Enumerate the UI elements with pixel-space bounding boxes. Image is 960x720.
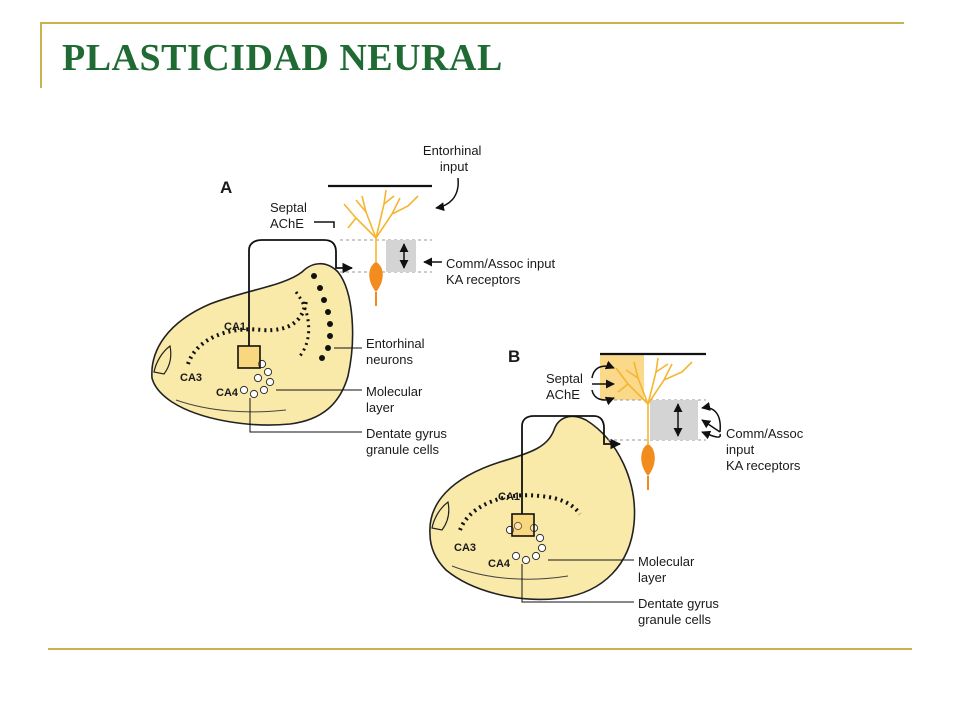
panel-a-dentate-label: Dentate gyrus granule cells bbox=[366, 426, 451, 457]
panel-a-neuron-soma bbox=[369, 262, 383, 292]
panel-b-septal-path bbox=[521, 415, 622, 514]
panel-a-septal-path bbox=[248, 239, 354, 346]
panel-a-molecular-label: Molecular layer bbox=[366, 384, 426, 415]
panel-b-inner-contour bbox=[451, 565, 569, 580]
panel-b-ca3-label: CA3 bbox=[454, 542, 476, 554]
panel-a-ca3-label: CA3 bbox=[180, 372, 202, 384]
panel-b-gray-band bbox=[650, 400, 698, 440]
panel-a-inner-contour bbox=[175, 399, 287, 413]
panel-b-comm-arrow-1 bbox=[701, 402, 721, 433]
panel-a-ca4-label: CA4 bbox=[216, 387, 239, 399]
panel-a-comm-assoc-label: Comm/Assoc input KA receptors bbox=[446, 256, 559, 287]
panel-b-septal-arrow-3 bbox=[591, 389, 615, 406]
panel-a-ca1-label: CA1 bbox=[224, 321, 246, 333]
panel-b-comm-assoc-label: Comm/Assoc input KA receptors bbox=[726, 426, 807, 473]
panel-b-comm-arrow-3 bbox=[701, 430, 721, 440]
panel-b-neuron-soma bbox=[641, 444, 655, 476]
panel-b-molecular-label: Molecular layer bbox=[638, 554, 698, 585]
panel-b-ca-layer bbox=[458, 493, 582, 531]
left-rule bbox=[40, 22, 42, 88]
panel-a-fimbria bbox=[153, 344, 172, 375]
panel-a-entorhinal-input-arrow bbox=[435, 177, 459, 212]
panel-a-entorhinal-neurons-dots bbox=[311, 273, 333, 361]
panel-b-ca4-label: CA4 bbox=[488, 558, 511, 570]
panel-b-septal-arrow-1 bbox=[591, 360, 615, 379]
panel-a-letter: A bbox=[220, 178, 232, 197]
panel-b-comm-arrow-2 bbox=[701, 419, 721, 433]
panel-b-dentate-label: Dentate gyrus granule cells bbox=[638, 596, 723, 627]
panel-a-entorhinal-input-label: Entorhinal input bbox=[423, 143, 485, 174]
top-rule bbox=[40, 22, 904, 24]
bottom-rule bbox=[48, 648, 912, 650]
slide-title: PLASTICIDAD NEURAL bbox=[62, 37, 503, 79]
panel-b-ca1-label: CA1 bbox=[498, 491, 520, 503]
panel-b-dendrites bbox=[615, 357, 693, 444]
panel-a-septal-label: Septal AChE bbox=[270, 200, 311, 231]
panel-b-hippocampus bbox=[429, 415, 636, 601]
panel-a-septal-label-connector bbox=[314, 221, 335, 228]
panel-b-dentate-leader bbox=[521, 564, 634, 603]
panel-a-region-box bbox=[237, 345, 261, 369]
panel-b-region-box bbox=[511, 513, 535, 537]
panel-b: B CA1 CA3 CA4 bbox=[429, 347, 807, 627]
panel-b-septal-label: Septal AChE bbox=[546, 371, 587, 402]
panel-a-gray-band bbox=[386, 240, 416, 272]
panel-b-letter: B bbox=[508, 347, 520, 366]
panel-b-fimbria bbox=[431, 500, 450, 531]
panel-a: A CA1 CA3 CA4 bbox=[151, 143, 559, 457]
panel-a-entorhinal-layer bbox=[294, 291, 311, 357]
panel-a-dentate-leader bbox=[249, 398, 362, 433]
panel-a-entorhinal-neurons-label: Entorhinal neurons bbox=[366, 336, 428, 367]
